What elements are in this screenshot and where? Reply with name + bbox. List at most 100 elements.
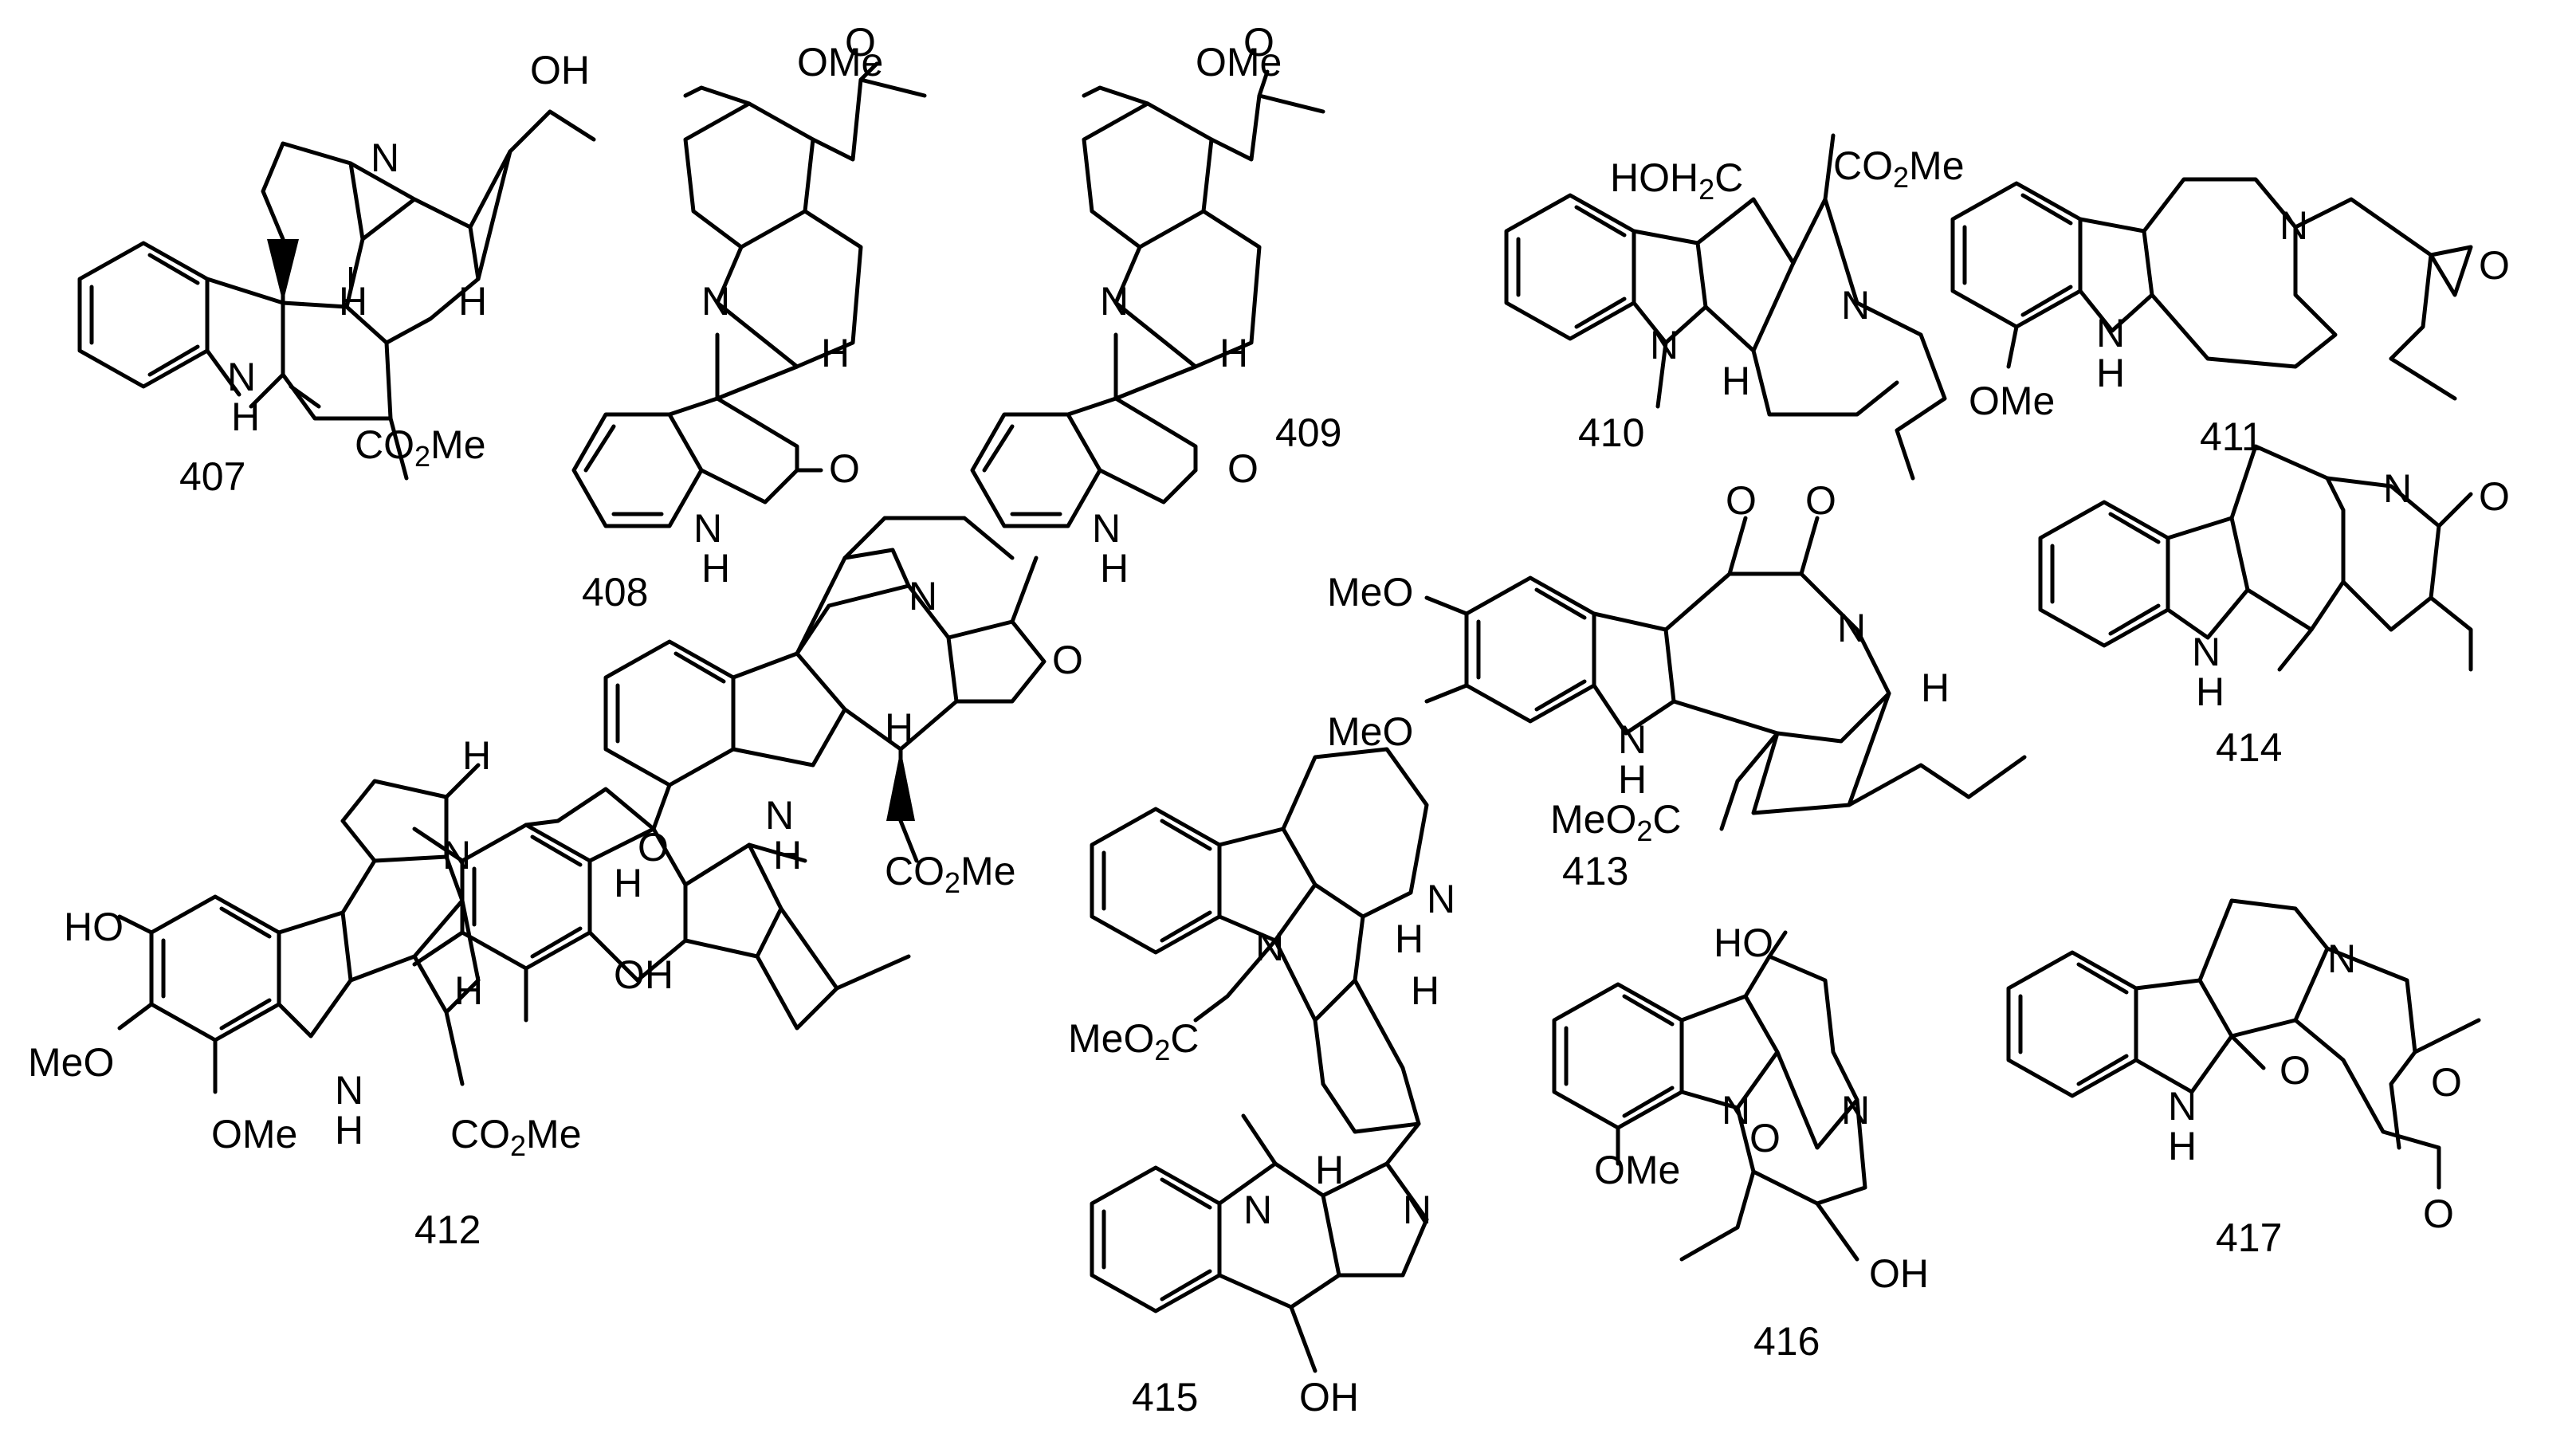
- atom-label: CO2Me: [1833, 143, 1965, 194]
- compound-number: 412: [414, 1207, 481, 1252]
- atom-label: N: [2280, 203, 2308, 248]
- compound-412: N O H N H CO2Me H N O H OH HO MeO OMe N …: [28, 516, 1083, 1252]
- atom-label: O: [829, 446, 860, 491]
- atom-label: N: [1092, 506, 1121, 551]
- atom-label: O: [1749, 1116, 1781, 1160]
- atom-label: N: [701, 279, 730, 324]
- atom-label: H: [1315, 1148, 1344, 1192]
- atom-label: OH: [530, 48, 590, 92]
- compound-number: 410: [1578, 410, 1644, 455]
- atom-label: H: [2196, 669, 2225, 714]
- atom-label: N: [1255, 925, 1284, 969]
- atom-label: HOH2C: [1610, 155, 1743, 206]
- atom-label: N: [335, 1068, 363, 1113]
- atom-label: N: [909, 574, 937, 618]
- atom-label: O: [638, 825, 669, 870]
- atom-label: OMe: [1196, 40, 1282, 84]
- compound-number: 407: [179, 454, 245, 499]
- compound-number: 409: [1275, 410, 1341, 455]
- atom-label: H: [773, 833, 802, 878]
- atom-label: MeO2C: [1068, 1016, 1200, 1066]
- atom-label: CO2Me: [450, 1112, 582, 1162]
- atom-label: H: [1722, 359, 1750, 403]
- atom-label: N: [1427, 877, 1455, 921]
- atom-label: H: [231, 395, 260, 439]
- atom-label: O: [1805, 478, 1836, 523]
- atom-label: O: [1052, 638, 1083, 682]
- atom-label: O: [2431, 1060, 2462, 1105]
- atom-label: O: [2479, 474, 2510, 519]
- atom-label: O: [2423, 1192, 2454, 1236]
- atom-label: N: [2383, 466, 2412, 511]
- atom-label: N: [2327, 936, 2356, 981]
- atom-label: H: [1411, 968, 1439, 1013]
- compound-number: 408: [582, 570, 648, 614]
- compound-415: N H N H MeO2C N H N OH 415: [1068, 747, 1455, 1419]
- atom-label: N: [2168, 1084, 2197, 1129]
- compound-409: OMe O N H O N H 409: [970, 20, 1341, 591]
- compound-413: O O N H MeO MeO N H MeO2C 413: [1327, 478, 2027, 893]
- atom-label: N: [1618, 717, 1647, 762]
- compound-416: HO N N O OMe OH 416: [1552, 921, 1929, 1364]
- atom-label: O: [1227, 446, 1259, 491]
- compound-407: N H H N H OH CO2Me 407: [77, 48, 596, 499]
- atom-label: H: [1618, 757, 1647, 802]
- atom-label: N: [693, 506, 722, 551]
- atom-label: O: [845, 20, 876, 65]
- atom-label: O: [2479, 243, 2510, 288]
- atom-label: H: [1100, 546, 1129, 591]
- atom-label: MeO: [28, 1040, 114, 1085]
- atom-label: H: [1219, 331, 1248, 375]
- atom-label: OMe: [797, 40, 883, 84]
- atom-label: CO2Me: [885, 849, 1016, 899]
- atom-label: OH: [1299, 1375, 1359, 1419]
- atom-label: OMe: [1594, 1148, 1680, 1192]
- atom-label: HO: [64, 905, 124, 949]
- atom-label: OH: [1869, 1251, 1929, 1296]
- atom-label: N: [1841, 283, 1870, 328]
- atom-label: N: [765, 793, 794, 838]
- atom-label: H: [885, 705, 913, 750]
- atom-label: N: [2192, 630, 2221, 674]
- atom-label: O: [2280, 1048, 2311, 1093]
- atom-label: N: [1841, 1088, 1870, 1133]
- compound-number: 417: [2216, 1215, 2282, 1260]
- atom-label: N: [1722, 1088, 1750, 1133]
- atom-label: MeO: [1327, 709, 1413, 754]
- atom-label: HO: [1714, 921, 1773, 965]
- compound-408: OMe O N H O N H 408: [571, 20, 927, 614]
- atom-label: OMe: [1969, 379, 2055, 423]
- atom-label: H: [339, 279, 367, 324]
- atom-label: H: [614, 861, 642, 905]
- compound-number: 416: [1753, 1319, 1820, 1364]
- atom-label: N: [1100, 279, 1129, 324]
- compound-417: N O O O N H 417: [2006, 898, 2481, 1260]
- compound-number: 414: [2216, 725, 2282, 770]
- atom-label: N: [371, 135, 399, 180]
- atom-label: H: [462, 733, 491, 778]
- atom-label: O: [1243, 20, 1274, 65]
- compound-410: HOH2C CO2Me N N H 410: [1504, 133, 1965, 481]
- atom-label: N: [2096, 311, 2125, 355]
- compound-number: 413: [1562, 849, 1628, 893]
- atom-label: H: [2096, 351, 2125, 395]
- atom-label: O: [1726, 478, 1757, 523]
- atom-label: H: [335, 1108, 363, 1152]
- atom-label: CO2Me: [355, 422, 486, 473]
- atom-label: OMe: [211, 1112, 297, 1156]
- atom-label: H: [458, 279, 487, 324]
- atom-label: OH: [614, 952, 673, 997]
- atom-label: H: [1921, 666, 1950, 710]
- compound-number: 415: [1132, 1375, 1198, 1419]
- atom-label: H: [821, 331, 850, 375]
- atom-label: N: [1403, 1188, 1431, 1232]
- compound-414: N O N H 414: [2038, 444, 2510, 770]
- atom-label: H: [701, 546, 730, 591]
- atom-label: H: [1395, 917, 1423, 961]
- atom-label: N: [1650, 323, 1679, 367]
- compound-411: N O N H OMe 411: [1950, 177, 2510, 459]
- atom-label: MeO2C: [1550, 797, 1682, 847]
- atom-label: N: [1243, 1188, 1272, 1232]
- atom-label: N: [1837, 606, 1866, 650]
